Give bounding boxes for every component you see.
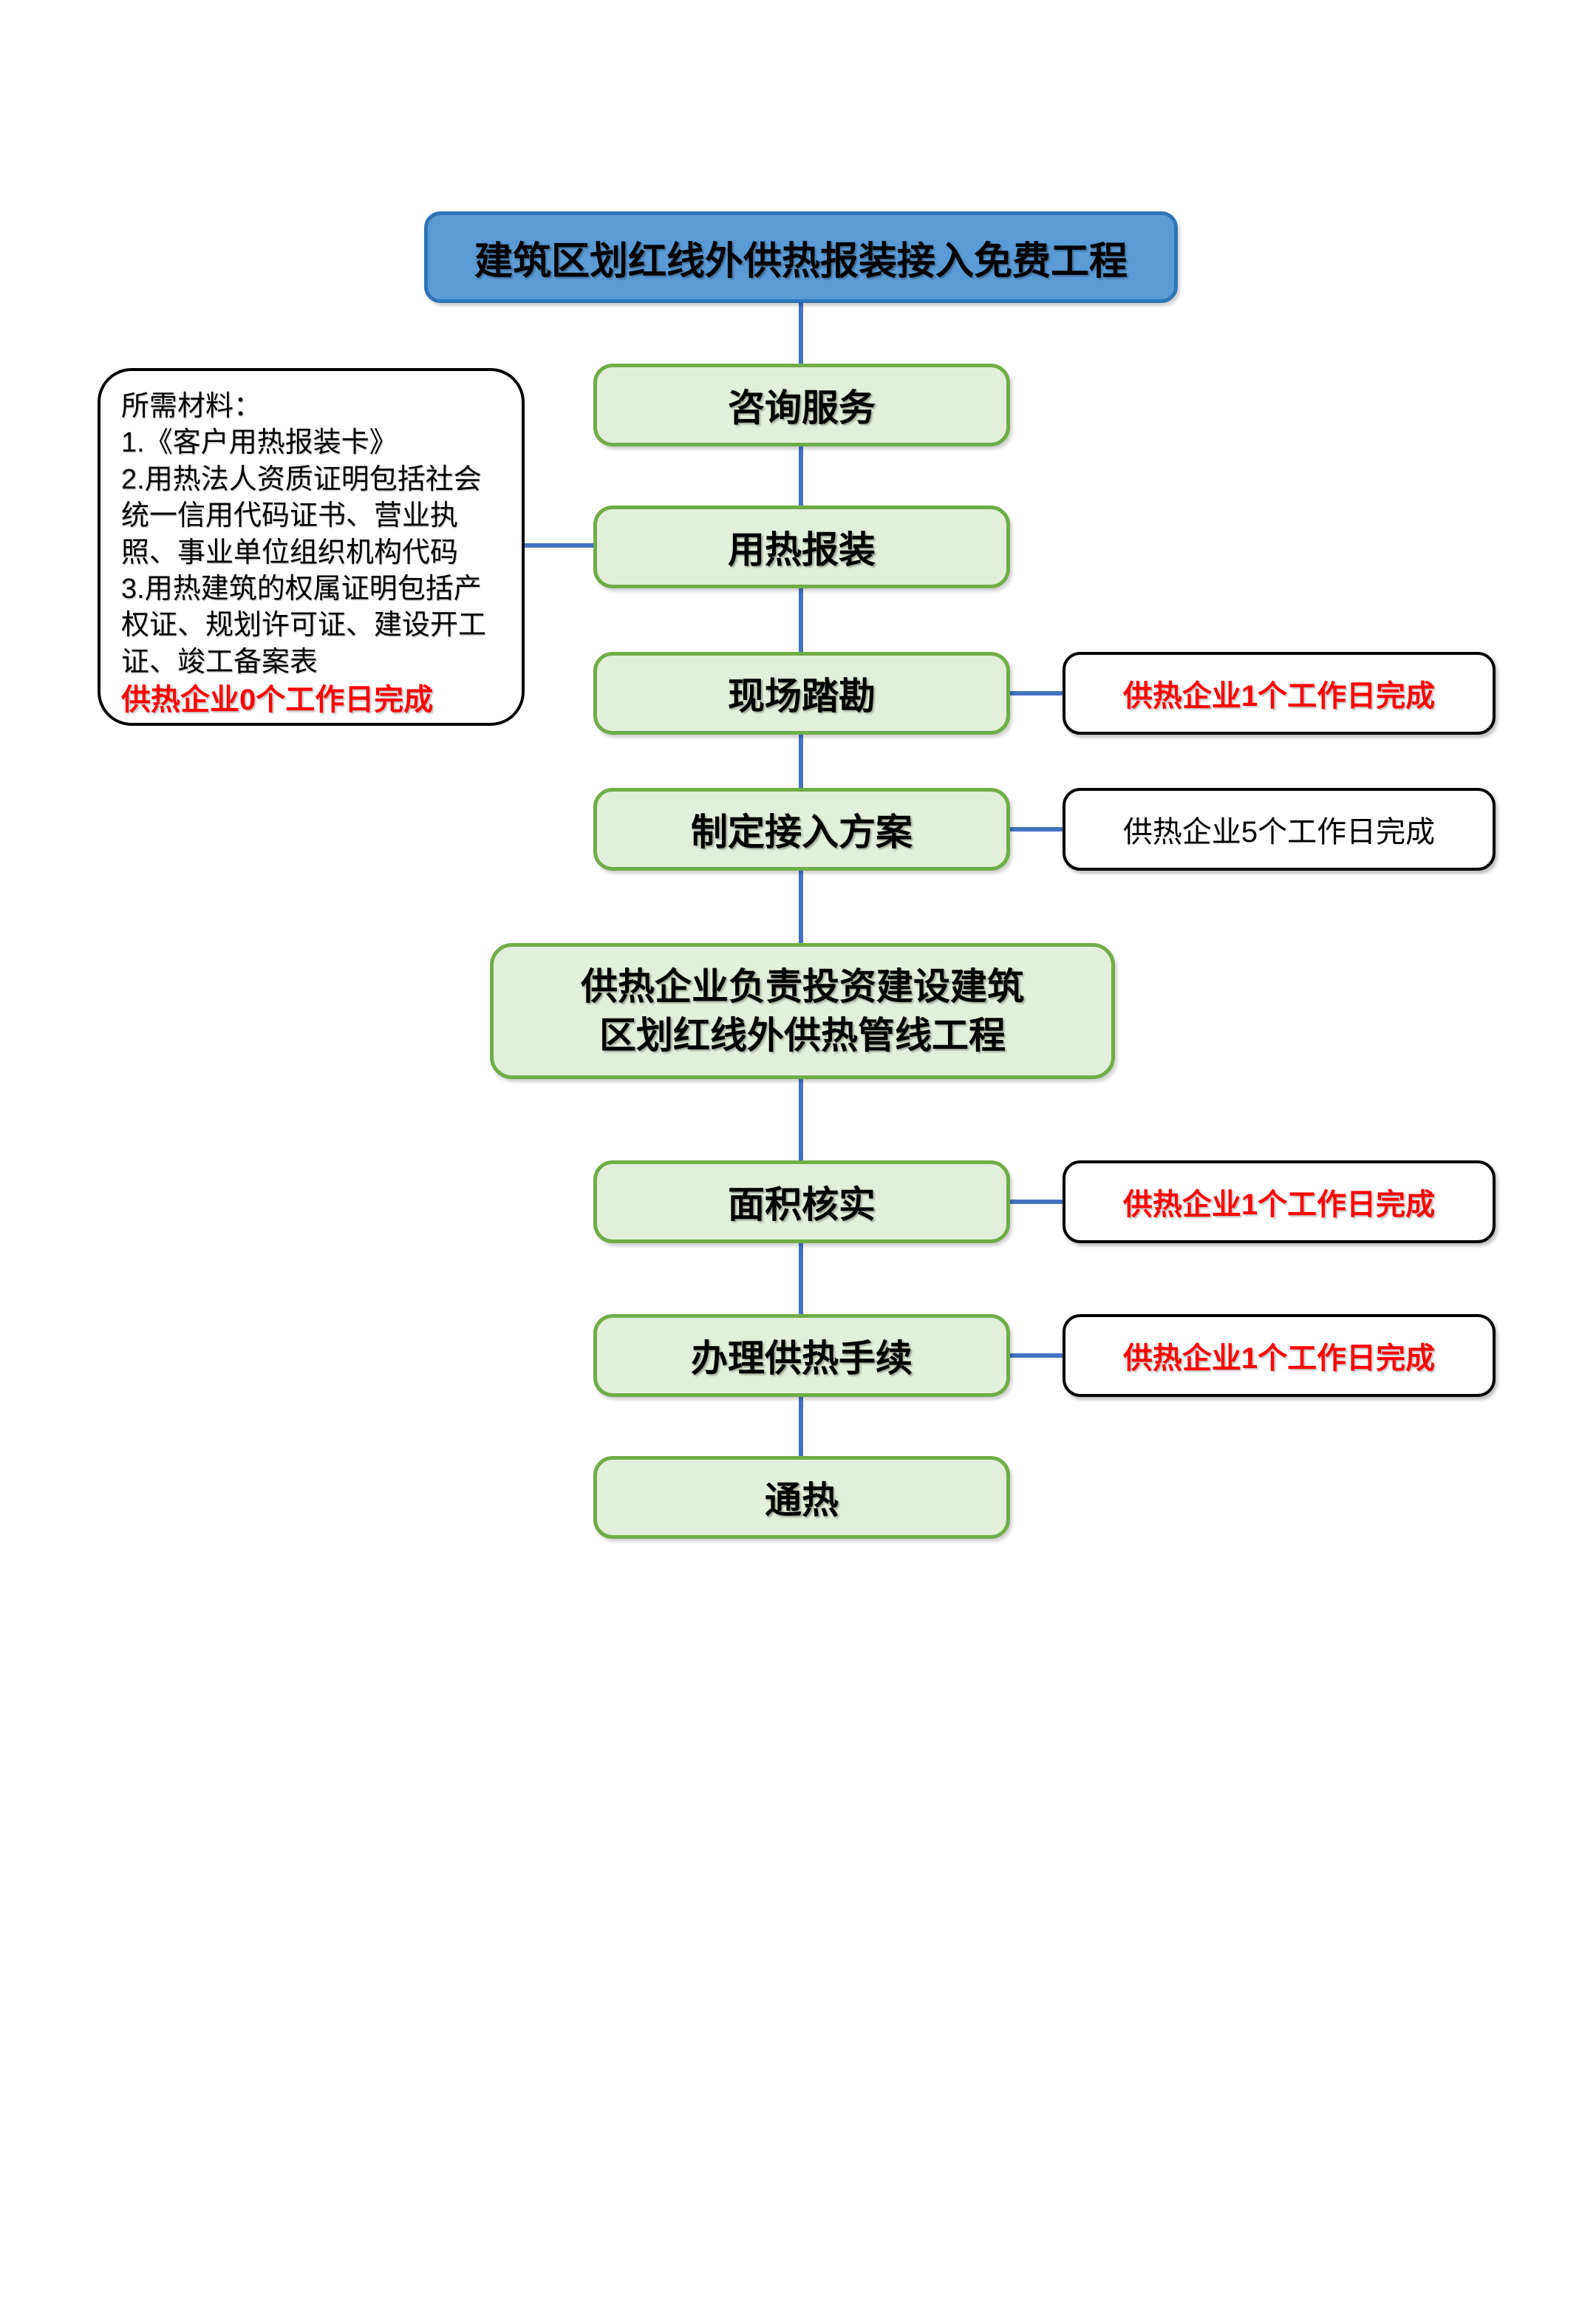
step-access-plan: 制定接入方案 [593,788,1010,871]
note-text: 供热企业1个工作日完成 [1122,680,1436,712]
materials-item-1: 1.《客户用热报装卡》 [121,427,398,459]
connector-materials-to-application [519,543,598,548]
connector-plan-to-note [1005,827,1067,831]
connector-title-to-consulting [799,297,803,368]
note-text: 供热企业1个工作日完成 [1122,1188,1436,1221]
note-survey-duration: 供热企业1个工作日完成 [1063,652,1496,735]
connector-application-to-survey [799,582,803,656]
step-label: 供热企业负责投资建设建筑 区划红线外供热管线工程 [581,966,1024,1056]
materials-item-3: 3.用热建筑的权属证明包括产权证、规划许可证、建设开工证、竣工备案表 [121,573,487,678]
materials-deadline: 供热企业0个工作日完成 [121,684,434,717]
step-heat-application: 用热报装 [593,506,1010,588]
connector-area-to-procedures [799,1237,803,1319]
note-procedures-duration: 供热企业1个工作日完成 [1063,1314,1496,1397]
note-plan-duration: 供热企业5个工作日完成 [1063,788,1496,871]
step-label: 现场踏勘 [728,676,876,717]
connector-survey-to-note [1005,691,1067,695]
materials-item-2: 2.用热法人资质证明包括社会统一信用代码证书、营业执照、事业单位组织机构代码 [121,463,482,568]
connector-plan-to-construction [799,865,803,948]
connector-procedures-to-heat-on [799,1391,803,1460]
connector-area-to-note [1005,1200,1067,1204]
step-heat-supply-on: 通热 [593,1456,1010,1539]
materials-note-box: 所需材料： 1.《客户用热报装卡》 2.用热法人资质证明包括社会统一信用代码证书… [98,368,525,726]
connector-construction-to-area [799,1073,803,1165]
title-node: 建筑区划红线外供热报装接入免费工程 [424,211,1178,303]
connector-survey-to-plan [799,730,803,792]
note-area-duration: 供热企业1个工作日完成 [1063,1160,1496,1243]
step-area-verification: 面积核实 [593,1160,1010,1243]
connector-procedures-to-note [1005,1353,1067,1358]
materials-header: 所需材料： [121,391,262,422]
connector-consulting-to-application [799,442,803,510]
step-site-survey: 现场踏勘 [593,652,1010,735]
step-label: 办理供热手续 [691,1338,913,1379]
note-text: 供热企业1个工作日完成 [1122,1342,1436,1375]
step-heating-procedures: 办理供热手续 [593,1314,1010,1397]
step-label: 用热报装 [728,529,876,571]
step-pipeline-construction: 供热企业负责投资建设建筑 区划红线外供热管线工程 [490,943,1115,1079]
step-label: 制定接入方案 [691,812,913,853]
title-text: 建筑区划红线外供热报装接入免费工程 [474,239,1128,283]
step-label: 面积核实 [728,1184,876,1225]
step-label: 咨询服务 [728,387,876,429]
note-text: 供热企业5个工作日完成 [1122,816,1436,848]
step-label: 通热 [765,1480,839,1521]
step-consulting-service: 咨询服务 [593,364,1010,446]
